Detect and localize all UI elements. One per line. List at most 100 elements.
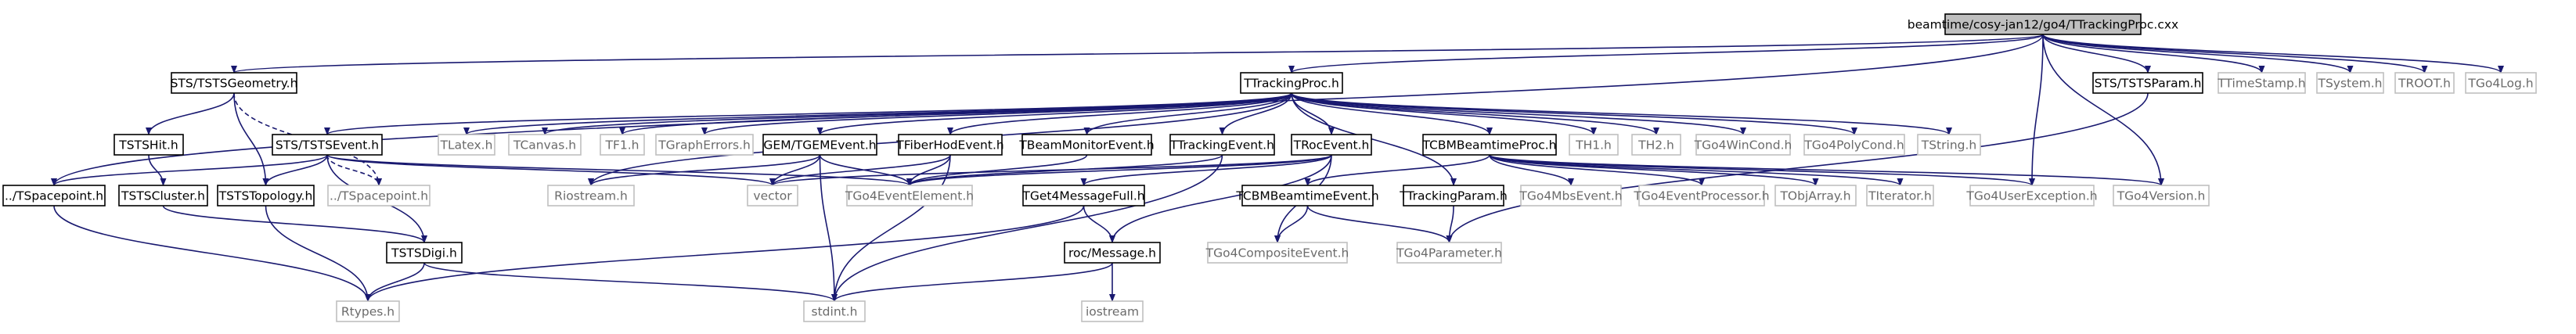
node-box: [1969, 185, 2095, 207]
node-ststsevent[interactable]: STS/TSTSEvent.h: [272, 134, 383, 156]
node-tspacepoint1[interactable]: ../TSpacepoint.h: [2, 185, 106, 207]
node-stdint: stdint.h: [803, 300, 866, 322]
edge-ttrackingproc-to-tbeammonitorevent: [1083, 92, 1292, 135]
node-ttrackingproc[interactable]: TTrackingProc.h: [1240, 72, 1343, 94]
node-label: TSTSDigi.h: [391, 246, 457, 260]
node-tf1: TF1.h: [600, 134, 645, 156]
edge-ttrackingproc-to-ttrackingevent: [1219, 92, 1292, 135]
edge-tcbmbeamtimeevent-to-tgo4parameter: [1306, 205, 1453, 243]
node-box: [2465, 72, 2537, 94]
node-box: [1631, 134, 1681, 156]
node-label: TIterator.h: [1868, 189, 1932, 203]
edge-ttrackingproc-to-tgrapherrors: [701, 92, 1292, 135]
node-box: [547, 185, 635, 207]
node-box: [438, 134, 495, 156]
node-box: [1081, 300, 1144, 322]
edge-tstsdigi-to-stdint: [423, 262, 838, 302]
node-label: TGo4Log.h: [2467, 77, 2533, 91]
node-box: [1291, 134, 1372, 156]
file-nodes: beamtime/cosy-jan12/go4/TTrackingProc.cx…: [2, 13, 2537, 322]
node-box: [1403, 185, 1504, 207]
node-tbeammonitorevent[interactable]: TBeamMonitorEvent.h: [1018, 134, 1155, 156]
node-gemtgemevent[interactable]: GEM/TGEMEvent.h: [762, 134, 877, 156]
node-box: [1917, 134, 1981, 156]
edge-ttrackingproc-to-tcbmbeamtimeproc: [1291, 92, 1493, 135]
edge-ttrackingproc-to-tgo4wincond: [1291, 92, 1746, 135]
node-label: TString.h: [1921, 138, 1976, 153]
node-box: [217, 185, 315, 207]
node-tgo4parameter: TGo4Parameter.h: [1396, 242, 1502, 264]
node-box: [2394, 72, 2455, 94]
node-ttrackingevent[interactable]: TTrackingEvent.h: [1169, 134, 1275, 156]
node-box: [2, 185, 106, 207]
node-box: [1021, 134, 1152, 156]
node-th1: TH1.h: [1569, 134, 1619, 156]
edge-tcbmbeamtimeproc-to-tgo4userexception: [1489, 154, 2035, 186]
node-tobjarray: TObjArray.h: [1774, 185, 1857, 207]
edge-root-to-ststsparam: [2042, 34, 2151, 74]
node-box: [1569, 134, 1619, 156]
node-label: STS/TSTSGeometry.h: [171, 77, 298, 91]
node-tcbmbeamtimeevent[interactable]: TCBMBeamtimeEvent.h: [1235, 185, 1379, 207]
node-label: TSTSCluster.h: [121, 189, 205, 203]
node-label: TGo4EventProcessor.h: [1633, 189, 1769, 203]
node-box: [600, 134, 645, 156]
node-tfiberhodevent[interactable]: TFiberHodEvent.h: [895, 134, 1004, 156]
edge-ttrackingproc-to-th2: [1291, 92, 1659, 135]
node-box: [1803, 134, 1905, 156]
node-tget4messagefull[interactable]: TGet4MessageFull.h: [1021, 185, 1145, 207]
node-tstring: TString.h: [1917, 134, 1981, 156]
node-ttimestamp: TTimeStamp.h: [2217, 72, 2306, 94]
node-label: vector: [753, 189, 792, 203]
edge-tfiberhodevent-to-vector: [769, 154, 951, 186]
edge-tcbmbeamtimeproc-to-tgo4eventprocessor: [1489, 154, 1705, 186]
node-ststsgeometry[interactable]: STS/TSTSGeometry.h: [171, 72, 298, 94]
node-vector: vector: [747, 185, 798, 207]
node-trocevent[interactable]: TRocEvent.h: [1291, 134, 1372, 156]
node-box: [747, 185, 798, 207]
node-rtypes: Rtypes.h: [336, 300, 400, 322]
edge-root-to-tgo4version: [2042, 34, 2164, 186]
edge-ststsgeometry-to-tstshit: [146, 92, 235, 135]
node-tgo4compositeevent: TGo4CompositeEvent.h: [1205, 242, 1349, 264]
node-box: [336, 300, 400, 322]
node-box: [1695, 134, 1791, 156]
node-label: TF1.h: [605, 138, 639, 153]
node-tcbmbeamtimeproc[interactable]: TCBMBeamtimeProc.h: [1421, 134, 1557, 156]
node-tgrapherrors: TGraphErrors.h: [655, 134, 754, 156]
node-tstshit[interactable]: TSTSHit.h: [113, 134, 184, 156]
node-tstscluster[interactable]: TSTSCluster.h: [118, 185, 208, 207]
node-box: [2316, 72, 2384, 94]
node-label: GEM/TGEMEvent.h: [763, 138, 876, 153]
node-label: TGo4PolyCond.h: [1803, 138, 1904, 153]
node-tststopology[interactable]: TSTSTopology.h: [217, 185, 315, 207]
edge-tget4messagefull-to-rtypes: [365, 205, 1085, 302]
edge-gemtgemevent-to-riostream: [588, 154, 821, 186]
edge-ttrackingevent-to-stdint: [831, 154, 1223, 302]
edge-tget4messagefull-to-rocmessage: [1083, 205, 1115, 243]
node-label: roc/Message.h: [1068, 246, 1156, 260]
node-box: [1422, 134, 1557, 156]
node-box: [1944, 13, 2142, 35]
node-tlatex: TLatex.h: [438, 134, 495, 156]
edge-rocmessage-to-stdint: [831, 262, 1113, 302]
node-box: [1022, 185, 1145, 207]
node-label: TCBMBeamtimeProc.h: [1421, 138, 1556, 153]
node-tspacepoint2: ../TSpacepoint.h: [327, 185, 431, 207]
node-box: [1774, 185, 1857, 207]
node-box: [803, 300, 866, 322]
node-ststsparam[interactable]: STS/TSTSParam.h: [2092, 72, 2203, 94]
edge-ststsevent-to-tspacepoint1: [51, 154, 328, 186]
node-label: beamtime/cosy-jan12/go4/TTrackingProc.cx…: [1908, 18, 2178, 32]
node-ttrackingparam[interactable]: TTrackingParam.h: [1399, 185, 1508, 207]
edge-tcbmbeamtimeproc-to-titerator: [1489, 154, 1904, 186]
edge-ttrackingproc-to-ststsevent: [324, 92, 1292, 135]
node-label: STS/TSTSEvent.h: [276, 138, 379, 153]
node-tstsdigi[interactable]: TSTSDigi.h: [386, 242, 463, 264]
node-tgo4mbsevent: TGo4MbsEvent.h: [1519, 185, 1623, 207]
node-troot: TROOT.h: [2394, 72, 2455, 94]
node-root[interactable]: beamtime/cosy-jan12/go4/TTrackingProc.cx…: [1908, 13, 2178, 35]
node-rocmessage[interactable]: roc/Message.h: [1064, 242, 1161, 264]
edge-tcbmbeamtimeproc-to-tobjarray: [1489, 154, 1819, 186]
node-box: [272, 134, 383, 156]
